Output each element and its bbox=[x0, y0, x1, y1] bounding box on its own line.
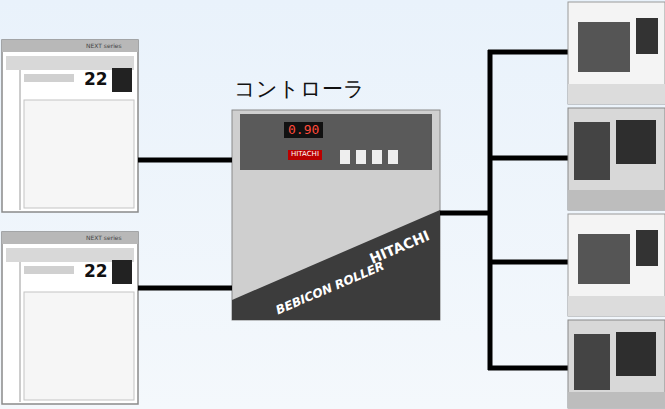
lathe bbox=[568, 320, 665, 408]
controller: コントローラ0.90HITACHIBEBICON ROLLERHITACHI bbox=[232, 110, 440, 320]
display-value: 0.90 bbox=[284, 122, 323, 138]
compressor: NEXT series 22 bbox=[2, 232, 138, 404]
lathe bbox=[568, 108, 665, 210]
compressor: NEXT series 22 bbox=[2, 40, 138, 212]
series-mark: NEXT series bbox=[86, 43, 122, 50]
brand-badge: HITACHI bbox=[288, 150, 322, 160]
series-mark: NEXT series bbox=[86, 235, 122, 242]
supply-wire bbox=[440, 50, 568, 370]
model-number: 22 bbox=[84, 262, 108, 281]
compressor-drawing bbox=[2, 40, 138, 212]
model-number: 22 bbox=[84, 70, 108, 89]
air-pipe bbox=[138, 158, 232, 163]
product-name: BEBICON ROLLER bbox=[274, 260, 386, 318]
controller-drawing bbox=[232, 110, 440, 320]
node-heading: コントローラ bbox=[234, 78, 365, 101]
air-pipe bbox=[138, 286, 232, 291]
brand-logo: HITACHI bbox=[368, 228, 432, 267]
compressor-drawing bbox=[2, 232, 138, 404]
machining-center bbox=[568, 214, 665, 316]
machining-center bbox=[568, 2, 665, 104]
